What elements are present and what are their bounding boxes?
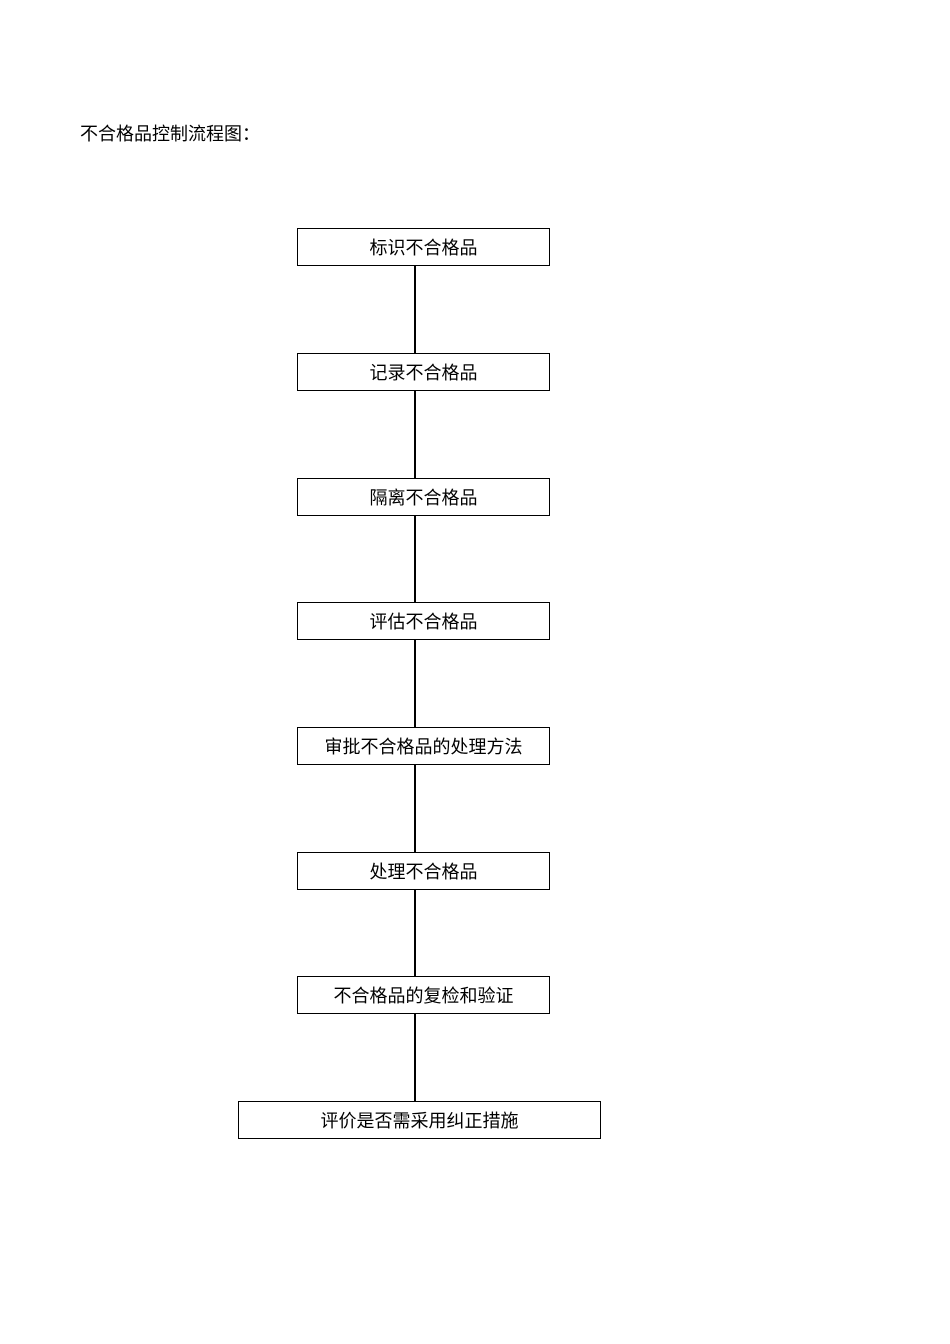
step-corrective-action: 评价是否需采用纠正措施 <box>238 1101 601 1139</box>
connector-line <box>414 515 416 604</box>
page-title: 不合格品控制流程图： <box>80 124 260 145</box>
step-recheck-verify: 不合格品的复检和验证 <box>297 976 550 1014</box>
connector-line <box>414 265 416 354</box>
step-evaluate: 评估不合格品 <box>297 602 550 640</box>
step-record: 记录不合格品 <box>297 353 550 391</box>
connector-line <box>414 1013 416 1102</box>
step-isolate: 隔离不合格品 <box>297 478 550 516</box>
step-approve-method: 审批不合格品的处理方法 <box>297 727 550 765</box>
connector-line <box>414 888 416 978</box>
connector-line <box>414 639 416 729</box>
step-identify: 标识不合格品 <box>297 228 550 266</box>
connector-line <box>414 764 416 853</box>
connector-line <box>414 390 416 479</box>
step-handle: 处理不合格品 <box>297 852 550 890</box>
